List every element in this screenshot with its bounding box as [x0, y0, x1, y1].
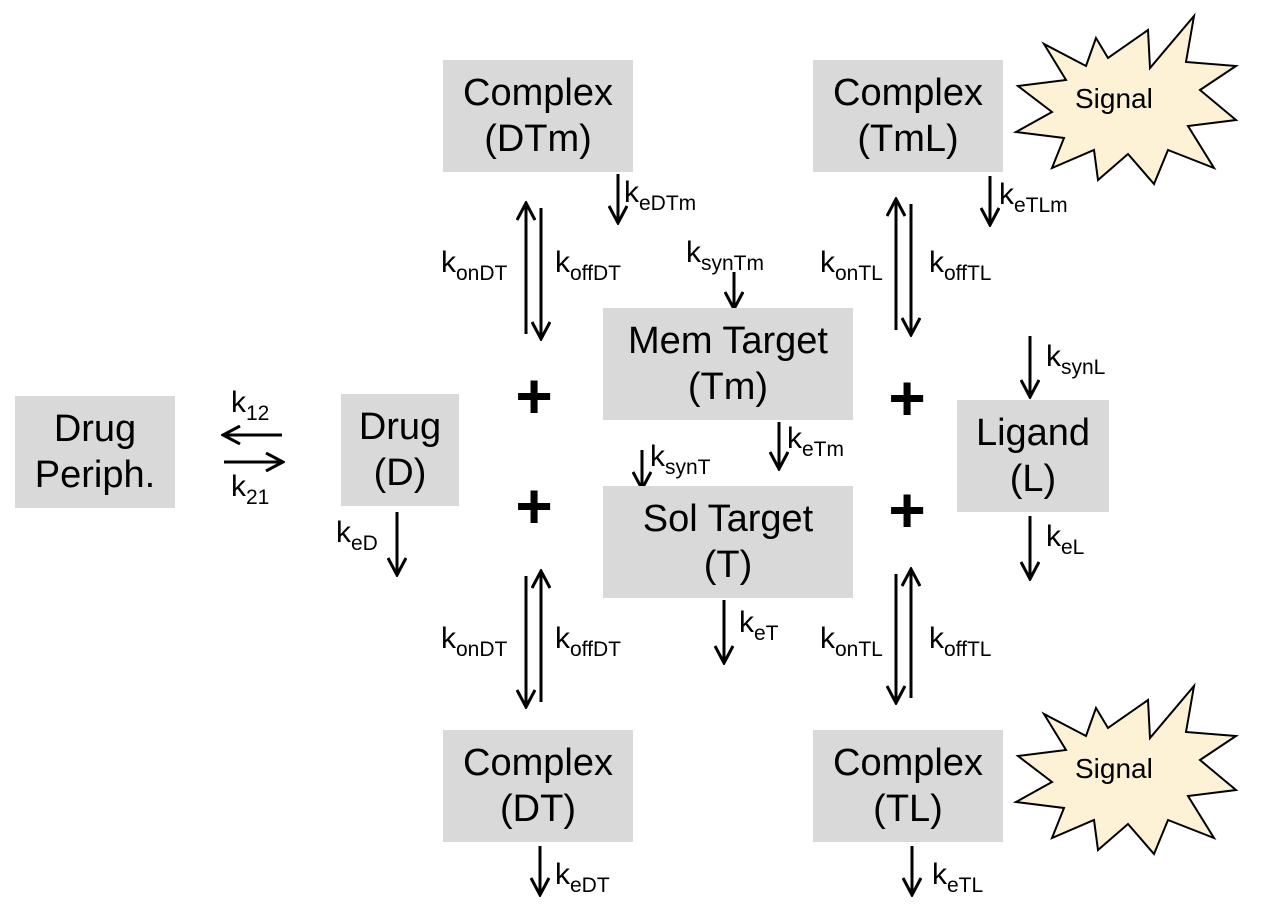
- rate-syn-tm: ksynTm: [686, 236, 764, 275]
- complex-dtm-box: Complex (DTm): [443, 60, 633, 172]
- complex-dt-line1: Complex: [463, 742, 613, 784]
- complex-dt-line2: (DT): [500, 788, 576, 830]
- ligand-line2: (L): [1009, 458, 1057, 500]
- rate-k12: k12: [231, 386, 270, 425]
- rate-el: keL: [1046, 520, 1085, 559]
- rate-on-dt-top: konDT: [441, 246, 508, 285]
- drug-periph-line2: Periph.: [34, 454, 156, 496]
- rate-syn-t: ksynT: [650, 440, 711, 479]
- rate-off-tl-top: koffTL: [929, 246, 992, 285]
- rate-et: keT: [739, 606, 779, 645]
- complex-tl-line2: (TL): [873, 788, 943, 830]
- mem-target-box: Mem Target (Tm): [603, 308, 853, 420]
- drug-line2: (D): [373, 452, 427, 494]
- sol-target-box: Sol Target (T): [603, 486, 853, 598]
- rate-on-dt-bottom: konDT: [441, 622, 508, 661]
- plus-sign: +: [515, 470, 553, 542]
- mem-target-line2: (Tm): [687, 366, 769, 408]
- signal-label-top: Signal: [1075, 83, 1153, 114]
- drug-periph-line1: Drug: [53, 408, 137, 450]
- signal-burst-bottom: [1012, 682, 1239, 856]
- rate-on-tl-bottom: konTL: [820, 622, 883, 661]
- complex-tl-box: Complex (TL): [813, 730, 1003, 842]
- complex-dt-box: Complex (DT): [443, 730, 633, 842]
- rate-off-dt-top: koffDT: [555, 246, 621, 285]
- rate-ed: keD: [336, 516, 378, 555]
- rate-off-tl-bottom: koffTL: [929, 622, 992, 661]
- signal-burst-top: [1012, 12, 1239, 186]
- drug-periph-box: Drug Periph.: [15, 396, 175, 508]
- drug-box: Drug (D): [341, 394, 459, 506]
- rate-etm: keTm: [787, 422, 844, 461]
- complex-tml-box: Complex (TmL): [813, 60, 1003, 172]
- ligand-line1: Ligand: [975, 412, 1091, 454]
- drug-line1: Drug: [358, 406, 442, 448]
- rate-etl: keTL: [932, 858, 984, 897]
- rate-etlm: keTLm: [999, 178, 1068, 217]
- plus-sign: +: [888, 474, 926, 546]
- plus-sign: +: [515, 360, 553, 432]
- rate-edt: keDT: [555, 858, 610, 897]
- mem-target-line1: Mem Target: [628, 320, 828, 362]
- rate-off-dt-bottom: koffDT: [555, 622, 621, 661]
- plus-sign: +: [888, 362, 926, 434]
- rate-edtm: keDTm: [624, 176, 697, 215]
- complex-dtm-line1: Complex: [463, 72, 613, 114]
- sol-target-line2: (T): [703, 544, 753, 586]
- signal-label-bottom: Signal: [1075, 753, 1153, 784]
- complex-tml-line2: (TmL): [857, 118, 959, 160]
- complex-dtm-line2: (DTm): [484, 118, 592, 160]
- complex-tl-line1: Complex: [833, 742, 983, 784]
- complex-tml-line1: Complex: [833, 72, 983, 114]
- rate-k21: k21: [231, 470, 270, 509]
- rate-on-tl-top: konTL: [820, 246, 883, 285]
- ligand-box: Ligand (L): [957, 400, 1109, 512]
- sol-target-line1: Sol Target: [642, 498, 814, 540]
- rate-syn-l: ksynL: [1046, 340, 1106, 379]
